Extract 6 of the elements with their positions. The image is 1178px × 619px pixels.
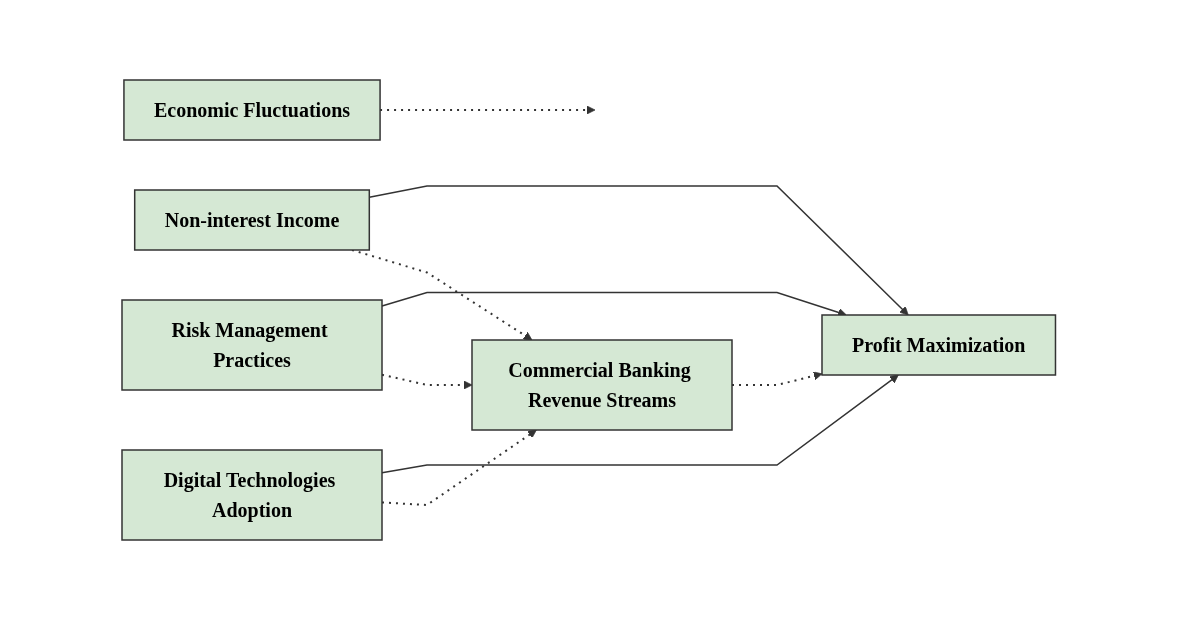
node-box: Economic Fluctuations	[123, 78, 382, 141]
node-box: Profit Maximization	[821, 313, 1057, 376]
node-box: Non-interest Income	[134, 188, 371, 251]
node-box: Digital Technologies Adoption	[121, 448, 383, 541]
node-box: Commercial Banking Revenue Streams	[471, 338, 733, 431]
node-box: Risk Management Practices	[121, 298, 383, 391]
